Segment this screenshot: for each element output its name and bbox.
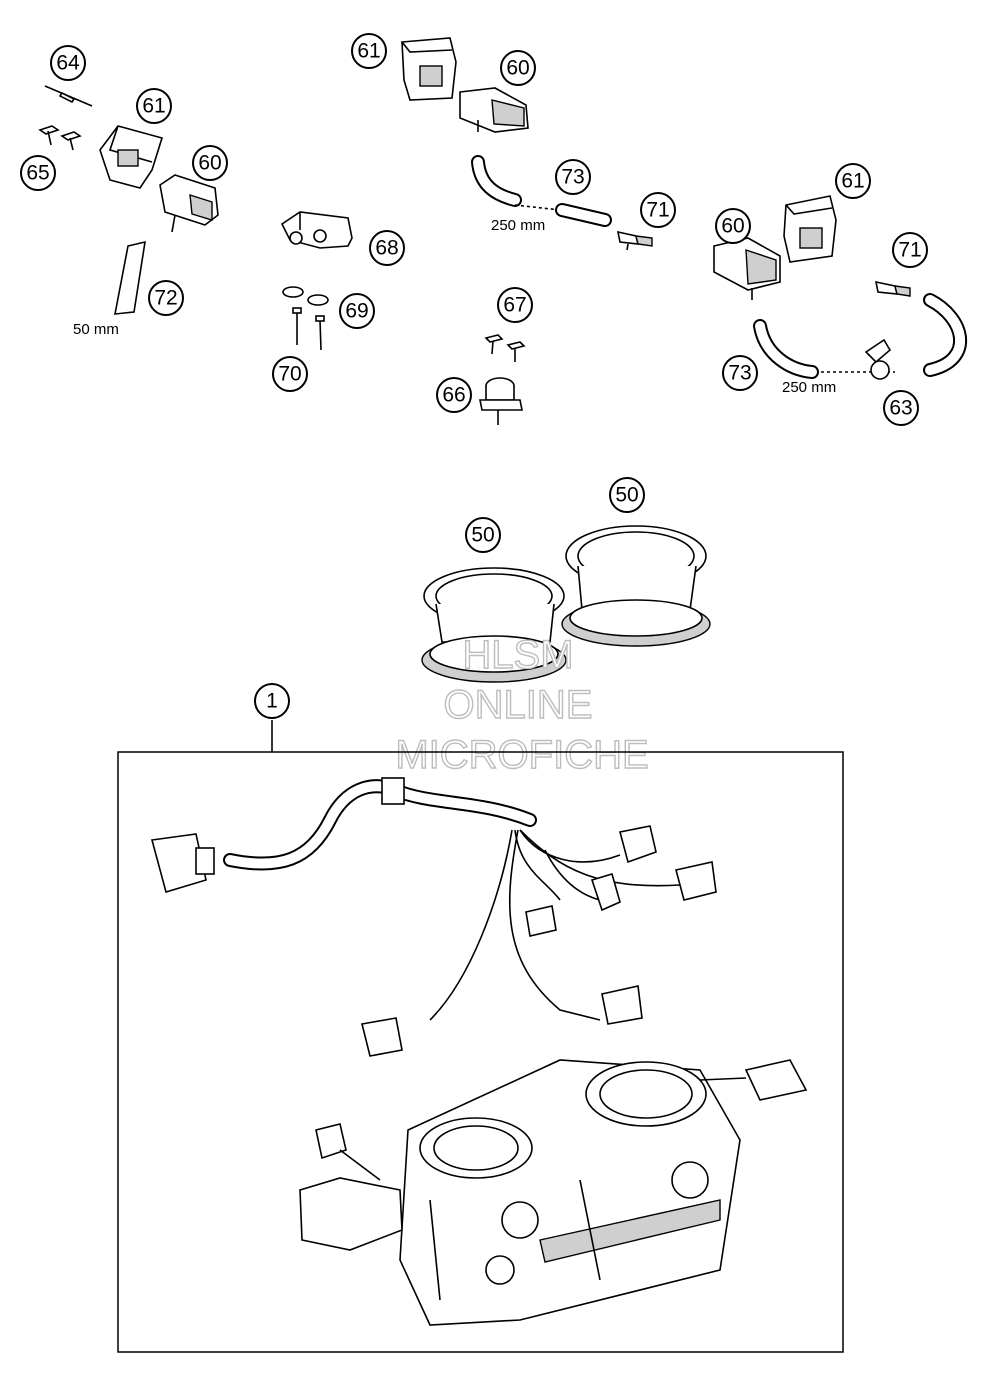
fitting-part-71-right <box>874 280 911 297</box>
svg-text:70: 70 <box>278 363 301 386</box>
svg-text:60: 60 <box>506 57 529 80</box>
bracket-part-61-right <box>783 195 837 263</box>
callout-50-right: 50 <box>609 477 645 513</box>
svg-text:60: 60 <box>721 215 744 238</box>
hose-part-73-top <box>471 155 612 227</box>
callout-73-top: 73 <box>555 159 591 195</box>
svg-text:61: 61 <box>142 95 165 118</box>
svg-text:1: 1 <box>266 690 278 713</box>
watermark-line-2: ONLINE <box>444 683 593 727</box>
callout-61-right: 61 <box>835 163 871 199</box>
callout-72: 72 <box>148 280 184 316</box>
clip-part-63 <box>864 338 892 380</box>
svg-text:68: 68 <box>375 237 398 260</box>
svg-text:73: 73 <box>561 166 584 189</box>
screws-part-67 <box>484 334 526 362</box>
hose-length-250mm-top: 250 mm <box>491 217 545 234</box>
hose-length-50mm: 50 mm <box>73 321 119 338</box>
harness-connector-5 <box>361 1017 403 1057</box>
sensor-part-60-top <box>459 87 529 133</box>
watermark-line-1: HLSM <box>462 633 573 677</box>
harness-connector-2 <box>675 861 717 901</box>
hose-part-73-right <box>753 293 967 379</box>
svg-text:67: 67 <box>503 294 526 317</box>
svg-text:63: 63 <box>889 397 912 420</box>
needle-part-64 <box>44 85 93 107</box>
callout-61-left: 61 <box>136 88 172 124</box>
callout-60-left: 60 <box>192 145 228 181</box>
harness-sleeve <box>381 777 405 805</box>
callout-70: 70 <box>272 356 308 392</box>
svg-text:72: 72 <box>154 287 177 310</box>
svg-text:61: 61 <box>357 40 380 63</box>
bracket-part-68 <box>280 211 353 249</box>
wiring-harness <box>150 777 717 1057</box>
svg-text:61: 61 <box>841 170 864 193</box>
intake-funnel-part-50-right <box>561 525 711 647</box>
sensor-part-60-left <box>159 174 219 233</box>
svg-text:66: 66 <box>442 384 465 407</box>
throttle-body <box>299 1059 808 1326</box>
assembly-frame-part-1 <box>117 751 844 1353</box>
svg-text:71: 71 <box>646 199 669 222</box>
bracket-part-61-left <box>99 125 164 189</box>
screws-part-70 <box>292 307 325 351</box>
callout-60-top: 60 <box>500 50 536 86</box>
sensor-part-60-right <box>713 237 781 300</box>
harness-connector-6 <box>601 985 643 1025</box>
callout-50-left: 50 <box>465 517 501 553</box>
hose-length-250mm-right: 250 mm <box>782 379 836 396</box>
callout-66: 66 <box>436 377 472 413</box>
sensor-part-66 <box>479 377 523 425</box>
svg-text:50: 50 <box>471 524 494 547</box>
svg-text:69: 69 <box>345 300 368 323</box>
callout-68: 68 <box>369 230 405 266</box>
svg-text:50: 50 <box>615 484 638 507</box>
callout-71-top: 71 <box>640 192 676 228</box>
svg-text:60: 60 <box>198 152 221 175</box>
svg-text:71: 71 <box>898 239 921 262</box>
svg-text:64: 64 <box>56 52 80 75</box>
callout-73-right: 73 <box>722 355 758 391</box>
callout-64: 64 <box>50 45 86 81</box>
callout-1: 1 <box>254 683 290 719</box>
svg-text:65: 65 <box>26 162 49 185</box>
harness-connector-4 <box>525 905 557 937</box>
callout-69: 69 <box>339 293 375 329</box>
hose-part-72 <box>114 240 146 315</box>
callout-60-right: 60 <box>715 208 751 244</box>
screws-part-65 <box>38 125 82 151</box>
harness-connector-1 <box>619 825 657 864</box>
callout-67: 67 <box>497 287 533 323</box>
watermark: HLSM ONLINE MICROFICHE <box>395 632 650 777</box>
fitting-part-71-top <box>616 230 653 251</box>
harness-connector-3 <box>590 873 621 912</box>
bracket-part-61-top <box>401 37 457 101</box>
callout-71-right: 71 <box>892 232 928 268</box>
svg-text:73: 73 <box>728 362 751 385</box>
washers-part-69 <box>282 286 329 306</box>
watermark-line-3: MICROFICHE <box>395 733 648 777</box>
callout-61-top: 61 <box>351 33 387 69</box>
intake-funnel-part-50-left <box>421 567 567 683</box>
callout-65: 65 <box>20 155 56 191</box>
harness-main-connector <box>150 833 215 894</box>
callout-63: 63 <box>883 390 919 426</box>
